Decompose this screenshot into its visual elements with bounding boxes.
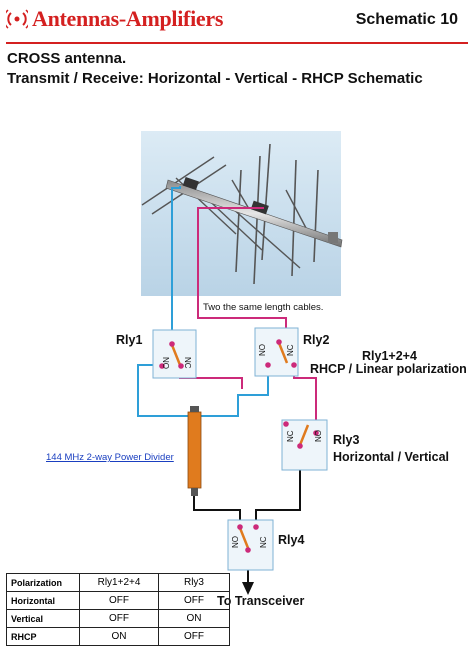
rly2-no-label: NO	[258, 344, 267, 356]
rly3-nc-label: NC	[286, 430, 295, 442]
table-cell: Vertical	[6, 609, 80, 628]
table-cell: ON	[79, 627, 159, 646]
wave-emitter-icon	[6, 9, 28, 29]
page-subtitle: Transmit / Receive: Horizontal - Vertica…	[7, 70, 423, 87]
relay-rly3	[281, 419, 328, 471]
blue-cables	[137, 186, 269, 419]
rly1-no-label: NO	[161, 357, 170, 369]
table-cell: OFF	[79, 591, 159, 610]
rly1-label: Rly1	[116, 333, 143, 347]
table-row: Horizontal OFF OFF	[6, 591, 230, 610]
rly3-label: Rly3	[333, 433, 360, 447]
table-row: Vertical OFF ON	[6, 609, 230, 628]
table-header-row: Polarization Rly1+2+4 Rly3	[6, 573, 230, 592]
rly2-label: Rly2	[303, 333, 330, 347]
table-cell: OFF	[158, 591, 230, 610]
relay-rly4	[227, 519, 274, 571]
table-cell: Horizontal	[6, 591, 80, 610]
power-divider-link[interactable]: 144 MHz 2-way Power Divider	[46, 452, 174, 463]
power-divider	[187, 406, 202, 496]
rly3-no-label: NO	[314, 430, 323, 442]
table-header-cell: Rly3	[158, 573, 230, 592]
rly3-caption: Horizontal / Vertical	[333, 450, 450, 464]
output-arrow-icon	[242, 582, 254, 595]
table-cell: ON	[158, 609, 230, 628]
page-title: CROSS antenna.	[7, 50, 127, 67]
cable-note: Two the same length cables.	[203, 302, 324, 313]
rly4-nc-label: NC	[259, 536, 268, 548]
rly2-nc-label: NC	[286, 344, 295, 356]
to-transceiver-label: To Transceiver	[217, 594, 305, 608]
rly4-no-label: NO	[231, 536, 240, 548]
table-cell: RHCP	[6, 627, 80, 646]
relay-rly2	[254, 327, 299, 377]
relay-rly1	[152, 329, 197, 379]
polarization-mode-label: RHCP / Linear polarization	[310, 362, 467, 376]
relay-group-label: Rly1+2+4	[362, 349, 417, 363]
header: Antennas-Amplifiers Schematic 10	[0, 0, 474, 50]
polarization-table: Polarization Rly1+2+4 Rly3 Horizontal OF…	[6, 573, 230, 646]
rly4-label: Rly4	[278, 533, 305, 547]
table-cell: OFF	[158, 627, 230, 646]
header-divider	[6, 42, 468, 44]
rly1-nc-label: NC	[183, 357, 192, 369]
table-cell: OFF	[79, 609, 159, 628]
table-row: RHCP ON OFF	[6, 627, 230, 646]
table-header-cell: Rly1+2+4	[79, 573, 159, 592]
schematic-number: Schematic 10	[355, 11, 458, 28]
brand-logo[interactable]: Antennas-Amplifiers	[6, 6, 223, 32]
antenna-photo	[141, 131, 343, 296]
table-header-cell: Polarization	[6, 573, 80, 592]
brand-name: Antennas-Amplifiers	[32, 6, 224, 31]
